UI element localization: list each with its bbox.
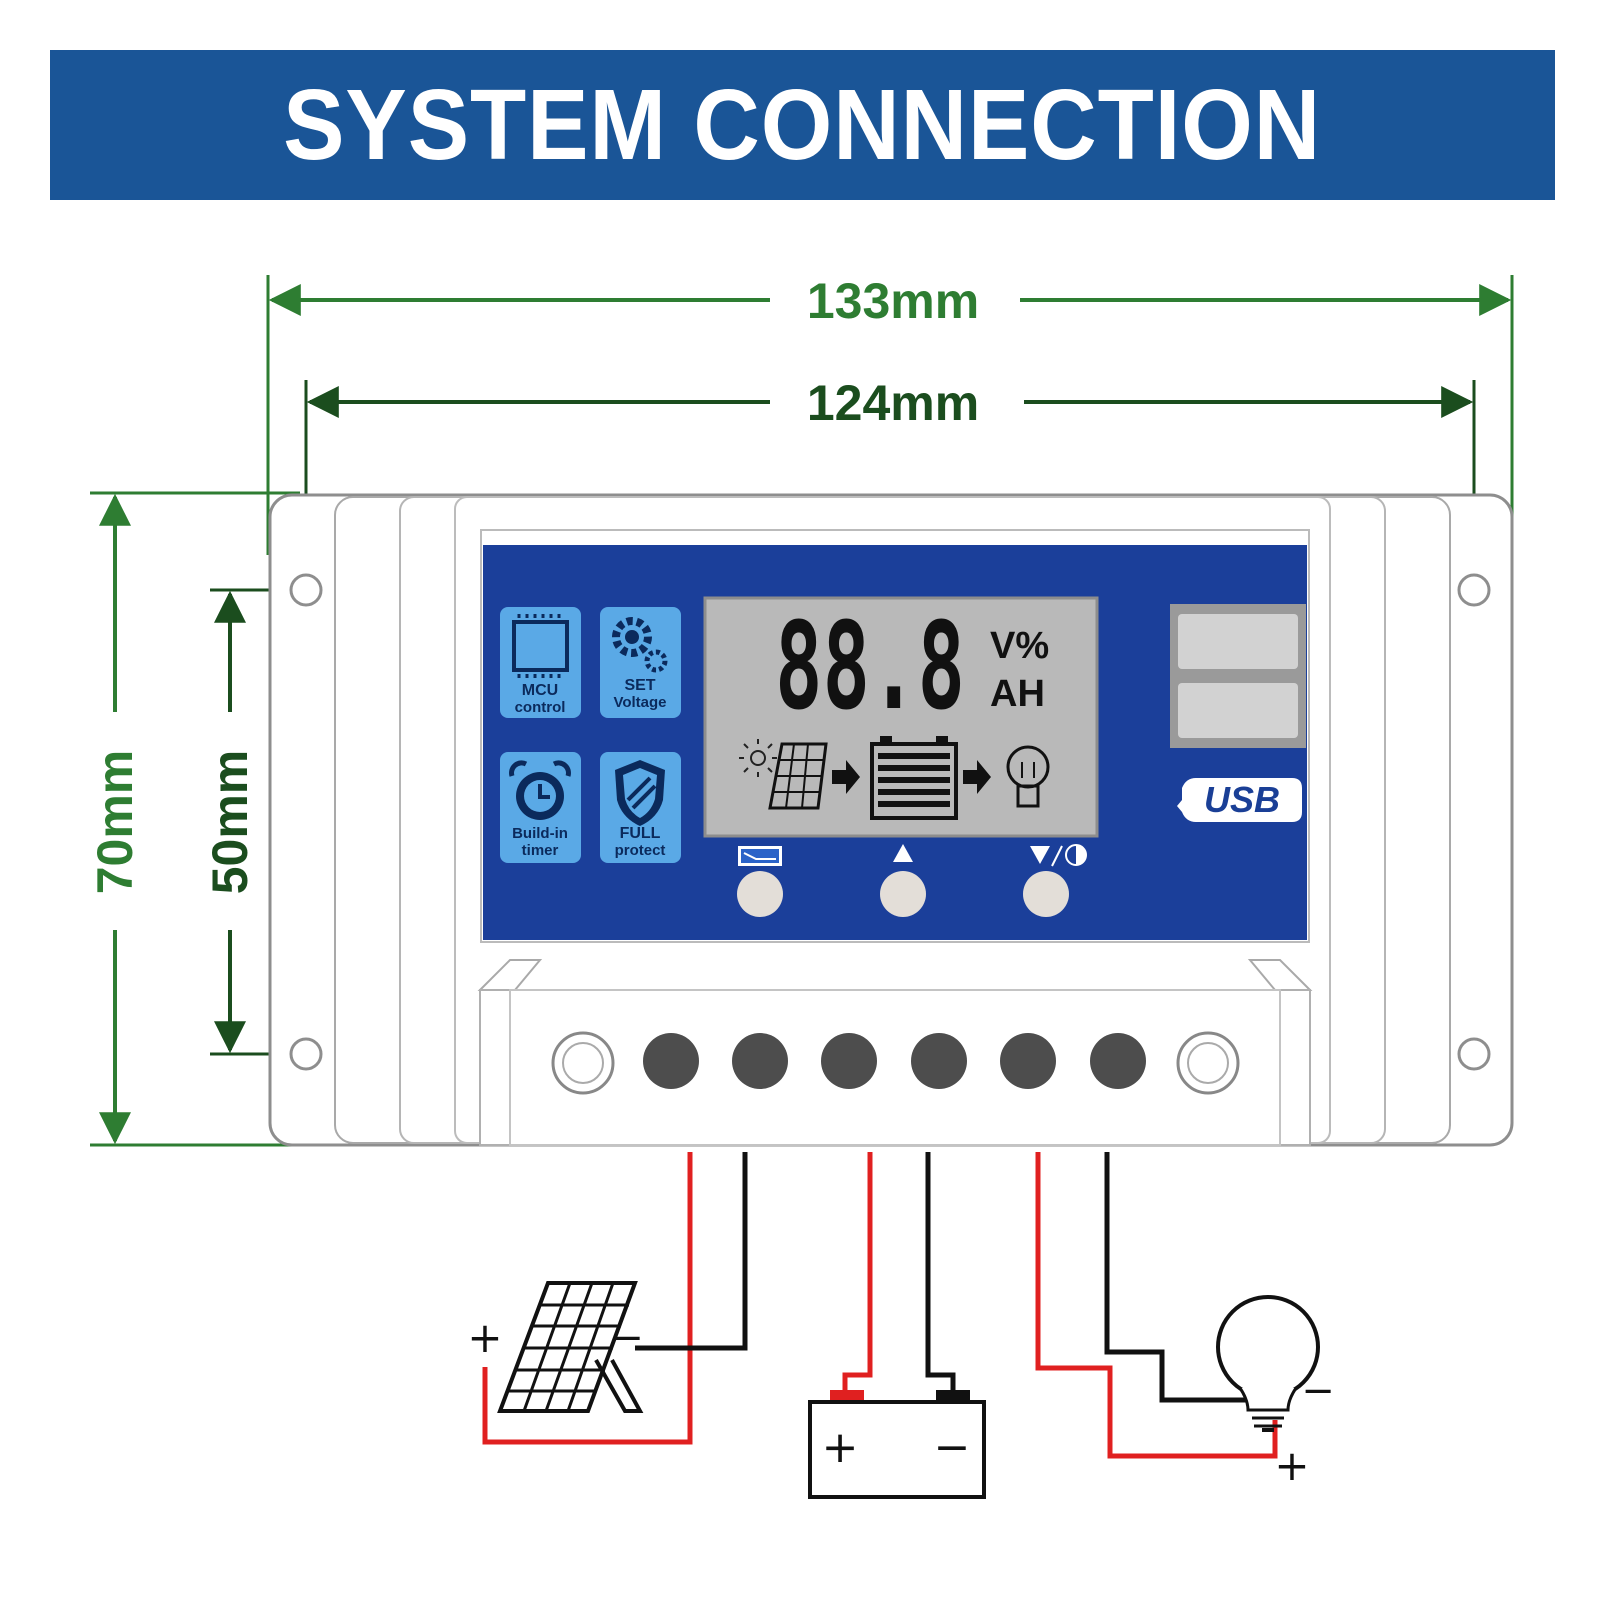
bulb-plus-sign: + xyxy=(1274,1441,1309,1490)
alarm-clock-icon xyxy=(509,760,571,820)
mounting-hole xyxy=(1457,1037,1491,1071)
terminal-block xyxy=(477,959,1313,1146)
screw-hole xyxy=(1176,1031,1240,1095)
terminal-screw[interactable] xyxy=(911,1033,967,1089)
sun-icon xyxy=(739,739,777,777)
bulb-minus-sign: − xyxy=(1301,1368,1335,1414)
terminal-screw[interactable] xyxy=(643,1033,699,1089)
lcd-bulb-icon xyxy=(1006,745,1050,808)
dimension-overall-height: 70mm xyxy=(87,491,300,1147)
feature-set-voltage: SET Voltage xyxy=(600,607,681,718)
feature-label-line1: FULL xyxy=(620,825,661,842)
screw-hole xyxy=(551,1031,615,1095)
arrow-right-icon xyxy=(963,760,991,794)
overall-width-label: 133mm xyxy=(807,273,979,329)
battery-minus-sign: − xyxy=(934,1422,971,1473)
hole-height-label: 50mm xyxy=(202,750,258,895)
usb-logo: USB xyxy=(1177,778,1302,822)
title-banner: SYSTEM CONNECTION xyxy=(50,50,1555,200)
positive-wire xyxy=(482,1152,693,1445)
light-bulb-icon: − + xyxy=(1216,1295,1335,1490)
negative-wire xyxy=(635,1152,748,1351)
feature-full-protect: FULL protect xyxy=(600,752,681,863)
shield-icon xyxy=(615,760,665,826)
chip-icon xyxy=(512,614,569,678)
terminal-screw[interactable] xyxy=(732,1033,788,1089)
battery-plus-sign: + xyxy=(822,1422,859,1473)
page-title: SYSTEM CONNECTION xyxy=(283,68,1322,181)
positive-wire xyxy=(1035,1152,1278,1459)
down-brightness-button[interactable] xyxy=(1023,844,1087,917)
terminal-screw[interactable] xyxy=(1000,1033,1056,1089)
hole-width-label: 124mm xyxy=(807,375,979,431)
solar-panel-icon: + − xyxy=(467,1281,644,1413)
lcd-battery-icon xyxy=(870,736,958,820)
mounting-hole xyxy=(1457,573,1491,607)
lcd-digits: 88.8 xyxy=(775,598,965,737)
overall-height-label: 70mm xyxy=(87,750,143,895)
menu-button[interactable] xyxy=(737,846,783,917)
lcd-unit-top: V% xyxy=(990,625,1049,667)
usb-port xyxy=(1178,614,1298,669)
negative-wire xyxy=(925,1152,956,1402)
solar-plus-sign: + xyxy=(467,1313,502,1362)
battery-icon: + − xyxy=(808,1390,986,1499)
feature-label-line1: SET xyxy=(624,677,655,694)
usb-port xyxy=(1178,683,1298,738)
mounting-hole xyxy=(289,1037,323,1071)
dimension-overall-width: 133mm xyxy=(266,273,1514,555)
feature-label-line1: MCU xyxy=(522,682,558,699)
feature-label-line2: Voltage xyxy=(613,694,666,711)
mounting-hole xyxy=(289,573,323,607)
lcd-display: 88.8 V% AH xyxy=(703,596,1099,838)
solar-wiring xyxy=(482,1152,748,1445)
solar-minus-sign: − xyxy=(610,1315,644,1361)
feature-label-line1: Build-in xyxy=(512,825,568,842)
usb-ports xyxy=(1170,604,1306,748)
battery-wiring xyxy=(842,1152,956,1402)
feature-label-line2: protect xyxy=(615,842,666,859)
gear-icon xyxy=(612,617,668,673)
up-button[interactable] xyxy=(880,844,926,917)
feature-mcu-control: MCU control xyxy=(500,607,581,718)
lcd-unit-bottom: AH xyxy=(990,673,1045,715)
arrow-right-icon xyxy=(832,760,860,794)
load-wiring xyxy=(1035,1152,1278,1459)
positive-wire xyxy=(842,1152,873,1402)
terminal-screw[interactable] xyxy=(1090,1033,1146,1089)
up-arrow-icon xyxy=(893,844,913,862)
feature-build-in-timer: Build-in timer xyxy=(500,752,581,863)
lcd-solar-panel-icon xyxy=(768,742,828,810)
negative-wire xyxy=(1104,1152,1250,1403)
feature-label-line2: control xyxy=(515,699,566,716)
terminal-screw[interactable] xyxy=(821,1033,877,1089)
menu-icon xyxy=(738,846,782,866)
feature-label-line2: timer xyxy=(522,842,559,859)
down-arrow-brightness-icon xyxy=(1030,844,1087,867)
usb-label: USB xyxy=(1204,779,1280,820)
